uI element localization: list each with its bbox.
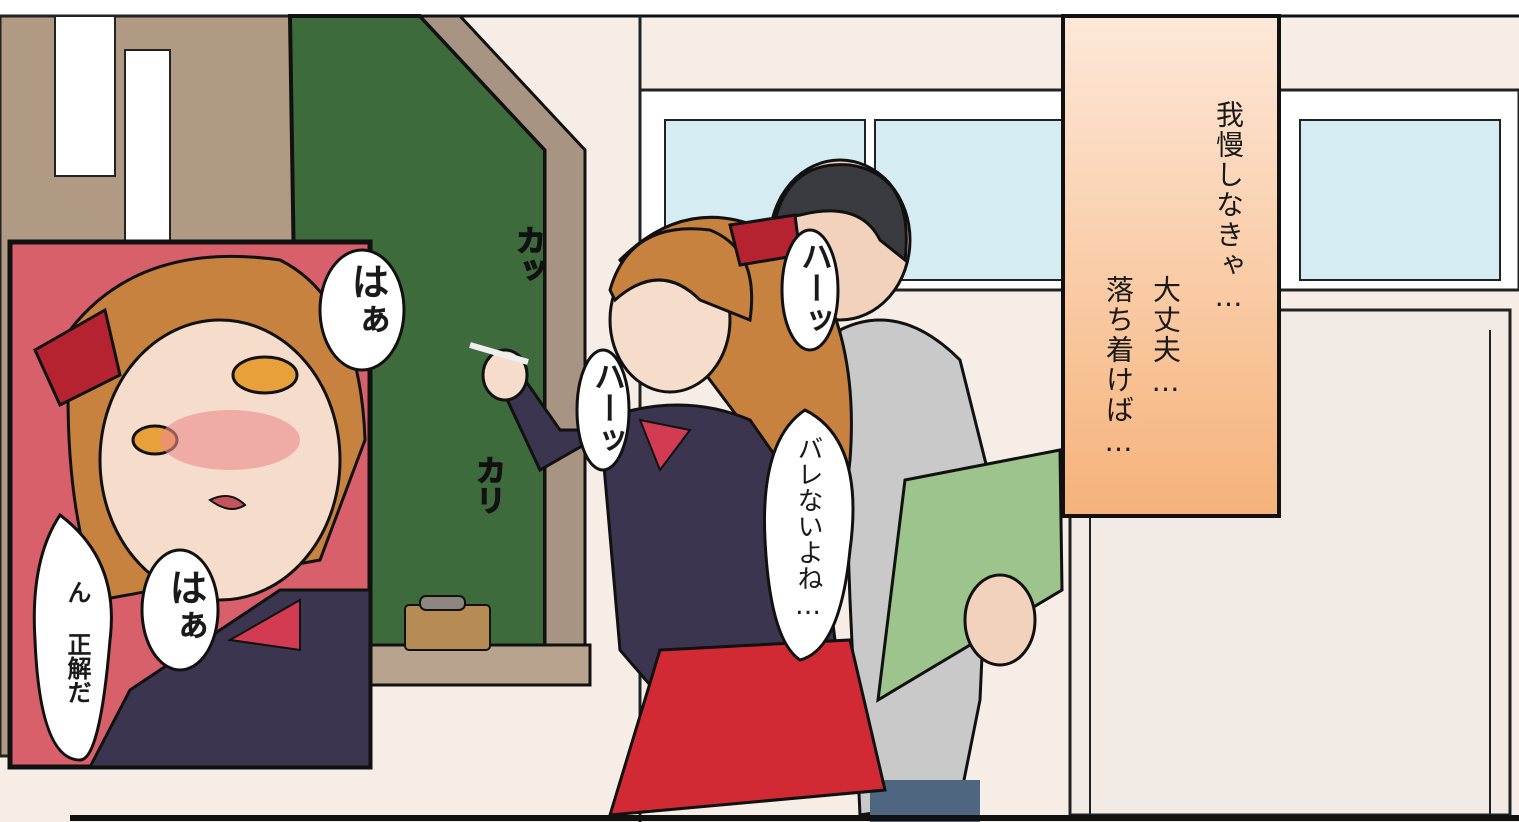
sfx-bubble-breath1 (780, 228, 840, 352)
closeup-blush (160, 410, 300, 470)
speech-bubble-teacher (32, 512, 113, 762)
window-pane (1299, 119, 1501, 281)
narration-line2: 大丈夫… (1149, 275, 1182, 400)
speech-bubble-haa-bottom (140, 548, 220, 672)
girl-bow (638, 418, 692, 473)
teacher-hand (963, 573, 1037, 667)
narration-line1: 我慢しなきゃ… (1212, 100, 1245, 315)
girl-hand (481, 348, 529, 402)
closeup-bow (226, 598, 301, 652)
speech-haa-top: はぁ (345, 262, 389, 338)
sfx-chalk2: カリ (469, 454, 506, 516)
panel-top-border (0, 0, 1519, 16)
thought-bubble-girl (763, 408, 855, 662)
girl-hair-front (608, 227, 754, 323)
closeup-inset (7, 239, 373, 770)
sfx-chalk1: カッ (509, 224, 546, 286)
closeup-mouth (208, 495, 247, 510)
folder (876, 448, 1064, 703)
closeup-eye (231, 355, 299, 395)
closeup-ribbon (33, 307, 122, 408)
narration-box (1061, 14, 1281, 518)
speech-teacher: ん 正解だ (63, 580, 91, 704)
speech-bubble-haa-top (318, 248, 406, 372)
sfx-breath1: ハーッ (796, 240, 834, 336)
sfx-bubble-breath2 (575, 348, 631, 472)
thought-girl: バレないよね… (793, 435, 823, 621)
eraser (404, 604, 491, 651)
narration-line3: 落ち着けば… (1102, 275, 1135, 460)
speech-haa-bottom: はぁ (163, 568, 207, 644)
teacher-hair (772, 163, 908, 263)
sfx-breath2: ハーッ (589, 360, 627, 456)
chalk (469, 342, 529, 365)
